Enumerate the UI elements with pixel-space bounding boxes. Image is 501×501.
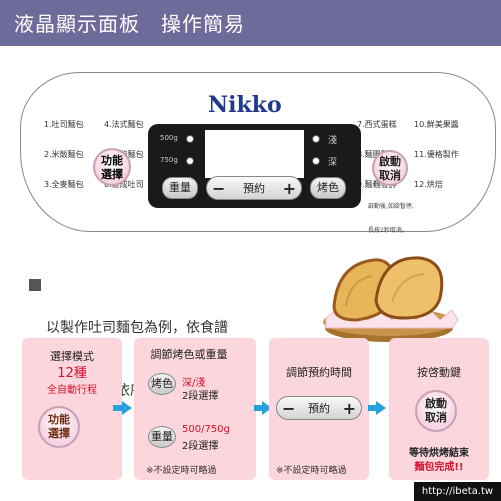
step-2-color-options: 深/淺 [182,378,206,389]
step-4-title: 按啓動鍵 [417,366,461,379]
start-label: 啟動 [379,155,401,168]
step-2-weight-button[interactable]: 重量 [148,426,176,448]
instruction-line: 以製作吐司麵包為例，依食譜 [46,320,228,336]
step-4-finish-2: 麵包完成!! [414,462,464,473]
step-1-sub: 全自動行程 [47,385,97,396]
step-3-delay-control: − 預約 + [276,396,362,420]
menu-list-right-2: 10.鮮美果醬 11.優格製作 12.烘焙 [414,100,459,200]
header-bar: 液晶顯示面板 操作簡易 [0,0,501,46]
arrow-2-bar [254,405,263,411]
step-1-count: 12種 [57,366,87,381]
header-title: 液晶顯示面板 操作簡易 [14,12,245,36]
light-indicator [312,135,320,143]
step-2-card [134,338,256,480]
function-select-label-1: 功能 [101,154,123,167]
menu-item: 4.法式麵包 [104,120,144,129]
step-2-weight-options: 500/750g [182,424,230,435]
light-label: 淺 [328,136,338,146]
menu-item: 3.全麥麵包 [44,180,84,189]
step-4-start-cancel-button[interactable]: 啟動 取消 [415,390,457,432]
step-4-btn-label: 啟動 [425,397,447,410]
step-1-function-button[interactable]: 功能 選擇 [38,406,80,448]
step-1-btn-label: 功能 [48,413,70,426]
lcd-screen [205,130,304,178]
menu-item: 6.速成吐司 [104,180,144,189]
start-cancel-button[interactable]: 啟動 取消 [372,150,408,186]
step-2-note: ※不設定時可略過 [146,466,217,476]
step-3-plus-button[interactable]: + [342,398,356,418]
weight-500-label: 500g [160,134,178,142]
step-3-title: 調節預約時間 [286,366,352,379]
weight-500-indicator [186,135,194,143]
menu-item: 10.鮮美果醬 [414,120,459,129]
step-4-finish-1: 等待烘烤結束 [409,448,469,459]
start-note: 啟動後,如欲暫停, 長按2秒取消。 [368,187,414,243]
bullet-square-icon [29,279,41,291]
step-3-minus-button[interactable]: − [282,398,296,418]
menu-item: 9.麵糰發酵 [357,180,397,189]
delay-plus-button[interactable]: + [282,178,296,198]
bread-basket-image [323,256,459,342]
start-note-line: 啟動後,如欲暫停, [368,203,414,210]
step-2-weight-desc: 2段選擇 [182,441,219,452]
arrow-1-bar [113,405,122,411]
delay-label: 預約 [243,182,265,195]
menu-item: 1.吐司麵包 [44,120,84,129]
dark-indicator [312,157,320,165]
menu-item: 7.西式蛋糕 [357,120,397,129]
arrow-3-bar [368,405,377,411]
arrow-right-icon [122,401,132,415]
step-2-color-desc: 2段選擇 [182,391,219,402]
step-1-title: 選擇模式 [50,350,94,363]
weight-button[interactable]: 重量 [162,177,198,199]
menu-item: 12.烘焙 [414,180,443,189]
step-3-note: ※不設定時可略過 [276,466,347,476]
weight-750-indicator [186,157,194,165]
dark-label: 深 [328,158,338,168]
delay-minus-button[interactable]: − [212,178,226,198]
brand-logo: Nikko [208,92,282,118]
function-select-button[interactable]: 功能 選擇 [93,148,131,186]
arrow-right-icon [262,401,272,415]
step-2-title: 調節烤色或重量 [150,348,228,361]
step-3-delay-label: 預約 [308,402,330,415]
step-1-card [22,338,122,480]
function-select-label-2: 選擇 [101,168,123,181]
watermark: http://ibeta.tw [414,482,501,501]
weight-750-label: 750g [160,156,178,164]
step-1-btn-label: 選擇 [48,427,70,440]
arrow-right-icon [376,401,386,415]
delay-control: − 預約 + [206,176,302,200]
crust-color-button[interactable]: 烤色 [310,177,346,199]
menu-item: 2.米飯麵包 [44,150,84,159]
menu-list-left-1: 1.吐司麵包 2.米飯麵包 3.全麥麵包 [44,100,84,200]
menu-item: 11.優格製作 [414,150,459,159]
start-note-line: 長按2秒取消。 [368,227,408,234]
cancel-label: 取消 [379,169,401,182]
step-4-btn-label: 取消 [425,411,447,424]
step-2-color-button[interactable]: 烤色 [148,373,176,395]
